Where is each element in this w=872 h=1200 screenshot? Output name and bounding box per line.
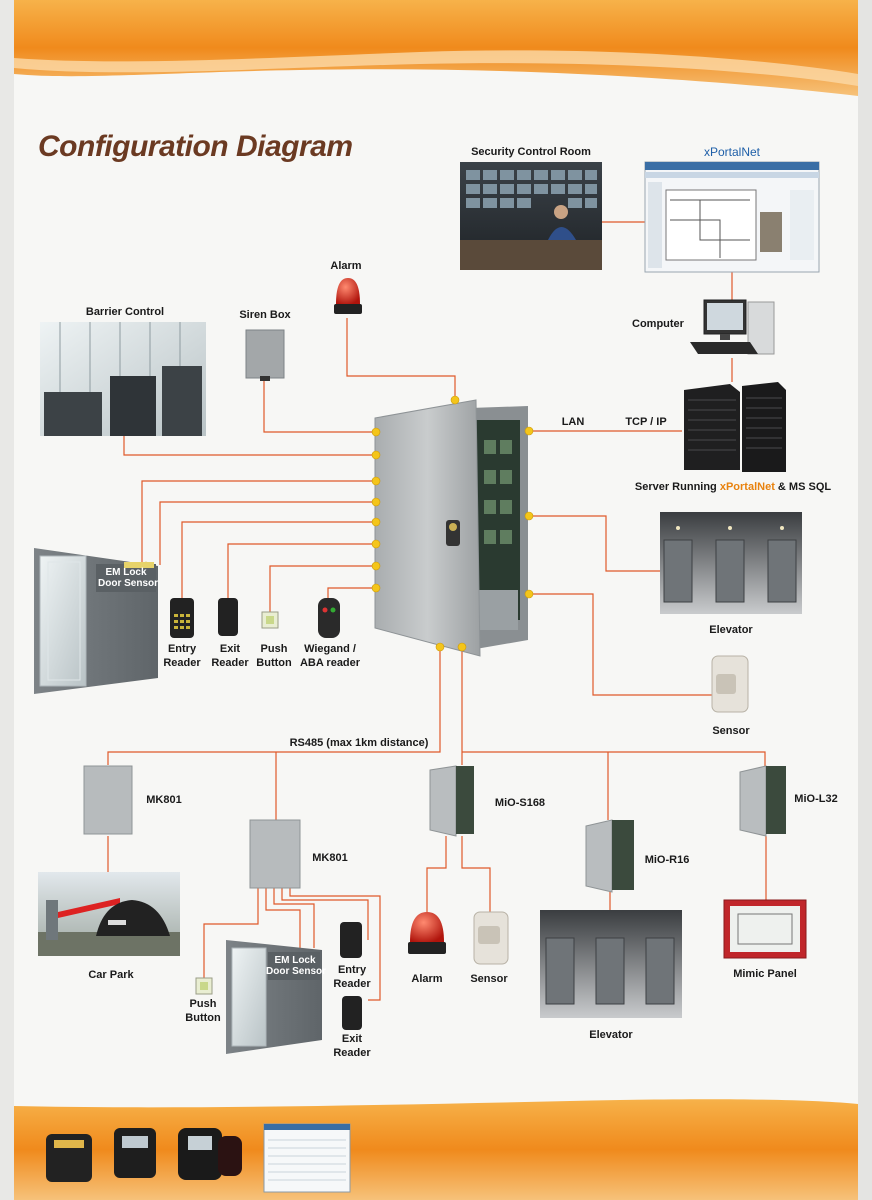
security-control-room-image: [460, 162, 602, 270]
label-alarm-bottom: Alarm: [411, 973, 443, 985]
page-title: Configuration Diagram: [38, 130, 353, 163]
alarm-beacon-top: [334, 278, 362, 314]
label-mk801-2: MK801: [312, 852, 348, 864]
entry-reader-device: [170, 598, 194, 638]
label-car-park: Car Park: [88, 969, 134, 981]
mk801-controller-1: [83, 765, 133, 835]
label-barrier-control: Barrier Control: [85, 306, 165, 318]
label-mio-s168: MiO-S168: [494, 797, 546, 809]
top-orange-swoosh: [14, 50, 858, 86]
product-strip: [46, 1123, 351, 1193]
label-elevator-top: Elevator: [709, 624, 753, 636]
siren-box-device: [245, 329, 285, 381]
motion-sensor-top: [711, 655, 749, 713]
elevator-image-top: [660, 512, 802, 614]
mk801-controller-2: [249, 819, 301, 889]
label-wiegand-aba-reader: Wiegand /ABA reader: [299, 643, 361, 669]
mimic-panel-device: [723, 899, 807, 959]
label-sensor-top: Sensor: [712, 725, 750, 737]
wiring: [107, 221, 767, 1001]
motion-sensor-bottom: [473, 911, 509, 965]
label-mk801-1: MK801: [146, 794, 182, 806]
entry-reader-bottom-device: [340, 922, 362, 958]
label-xportalnet: xPortalNet: [703, 145, 761, 159]
door-with-em-lock: [34, 548, 158, 694]
label-rs485: RS485 (max 1km distance): [289, 737, 429, 749]
connection-points: [142, 395, 534, 652]
elevator-image-bottom: [540, 910, 682, 1018]
push-button-bottom-device: [195, 977, 213, 995]
page-right-margin: [858, 0, 872, 1200]
label-mimic-panel: Mimic Panel: [733, 968, 797, 980]
label-sensor-bottom: Sensor: [470, 973, 508, 985]
mio-s168-controller: [429, 765, 474, 837]
xportalnet-screenshot: [644, 161, 820, 273]
label-tcp-ip: TCP / IP: [625, 416, 667, 428]
door-with-em-lock-bottom: [226, 940, 322, 1054]
mio-l32-controller: [739, 765, 786, 837]
computer-device: [690, 299, 775, 355]
label-alarm-top: Alarm: [330, 260, 362, 272]
barrier-control-image: [40, 322, 206, 436]
page-left-margin: [0, 0, 14, 1200]
label-elevator-bottom: Elevator: [589, 1029, 633, 1041]
label-mio-l32: MiO-L32: [794, 793, 838, 805]
push-button-device: [261, 611, 279, 629]
wiegand-reader-device: [318, 598, 340, 638]
mio-r16-controller: [585, 819, 634, 893]
label-computer: Computer: [632, 318, 684, 330]
exit-reader-device: [218, 598, 238, 636]
label-mio-r16: MiO-R16: [644, 854, 690, 866]
main-controller-cabinet: [374, 399, 528, 657]
car-park-image: [38, 872, 180, 956]
label-server: Server Running xPortalNet & MS SQL: [634, 481, 832, 493]
server-racks: [684, 382, 786, 472]
label-siren-box: Siren Box: [239, 309, 291, 321]
top-orange-band: [14, 0, 858, 96]
label-security-control-room: Security Control Room: [471, 146, 591, 158]
alarm-beacon-bottom: [408, 912, 446, 954]
exit-reader-bottom-device: [342, 996, 362, 1030]
label-lan: LAN: [561, 416, 585, 428]
